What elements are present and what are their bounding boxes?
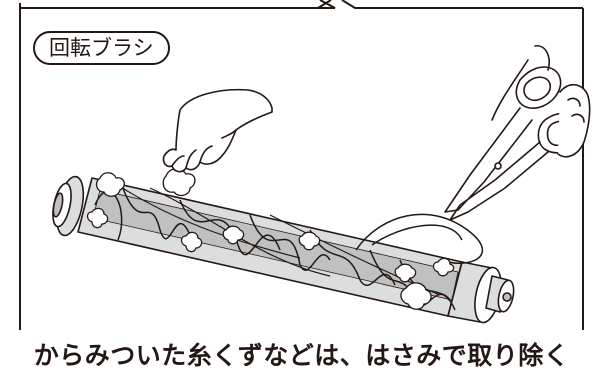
instruction-caption: からみついた糸くずなどは、はさみで取り除く	[33, 341, 570, 370]
lint-debris	[86, 168, 455, 310]
scissors-icon	[444, 45, 591, 221]
part-label: 回転ブラシ	[33, 31, 170, 65]
brush-roller	[52, 175, 515, 324]
hand-icon	[162, 88, 273, 173]
